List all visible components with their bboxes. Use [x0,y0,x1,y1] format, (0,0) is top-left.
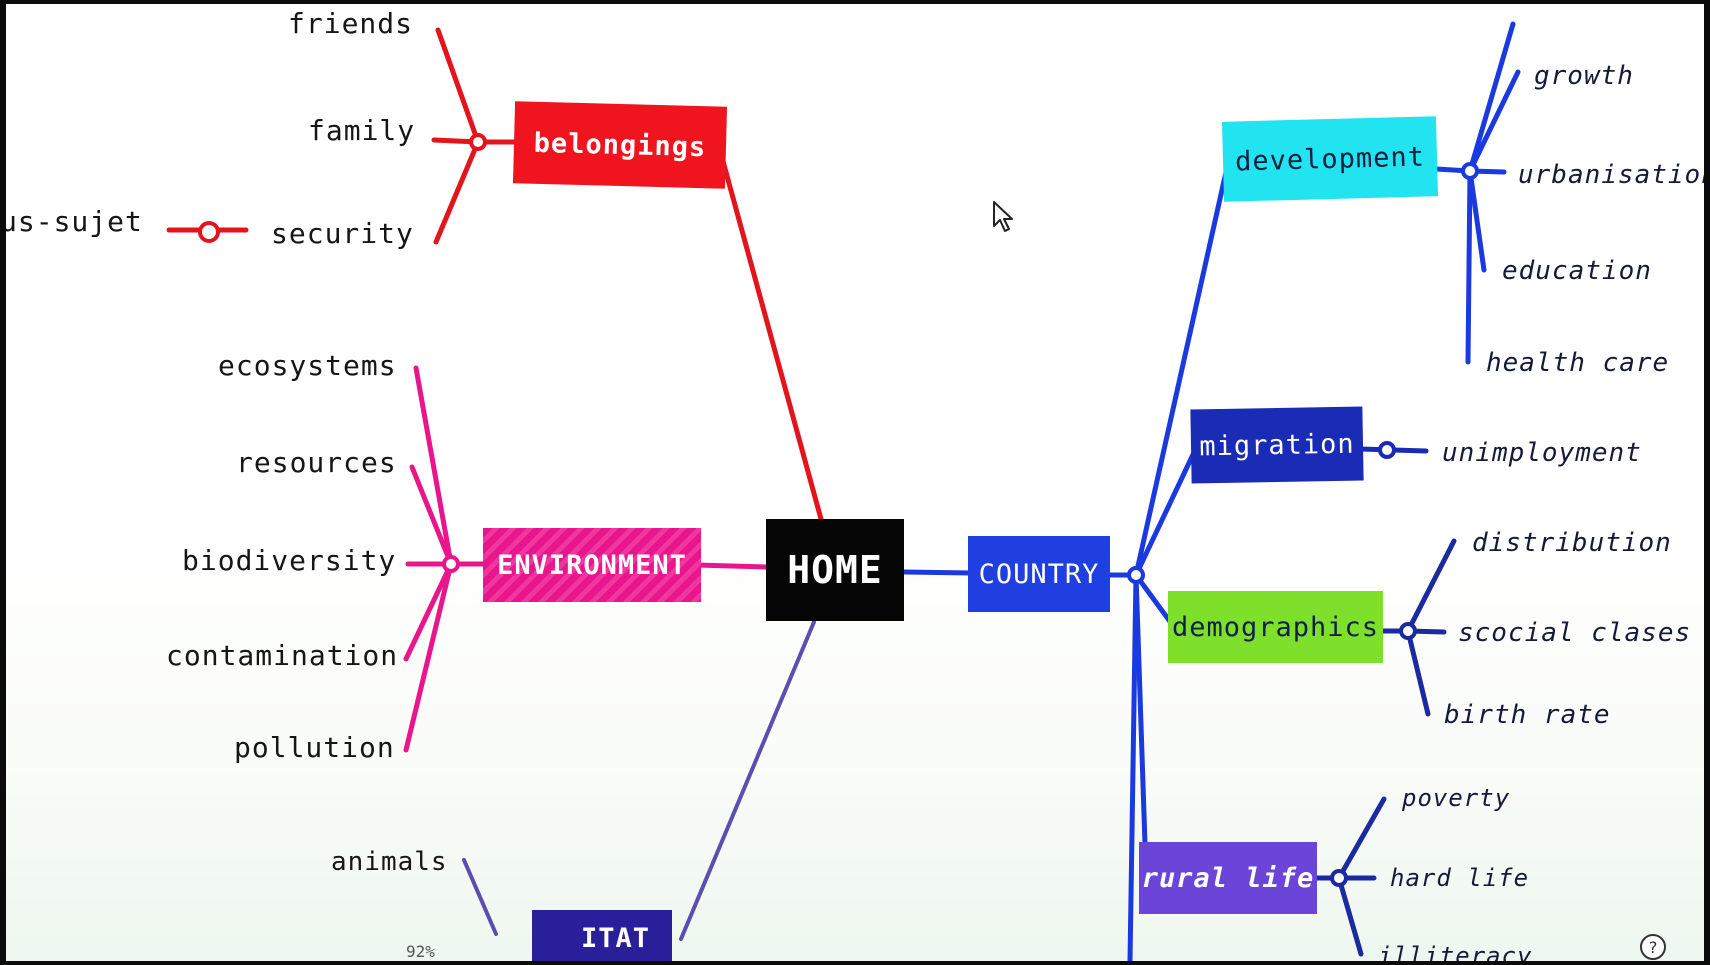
leaf-contamination[interactable]: contamination [166,639,399,672]
leaf-hard-life[interactable]: hard life [1390,864,1530,892]
leaf-urbanisation[interactable]: urbanisation [1518,160,1704,190]
leaf-sous-sujet[interactable]: us-sujet [6,205,143,238]
leaf-growth[interactable]: growth [1534,61,1634,91]
home-node[interactable]: HOME [766,519,904,621]
development-hub[interactable] [1461,162,1479,180]
leaf-ecosystems[interactable]: ecosystems [218,349,397,382]
demographics-hub[interactable] [1399,622,1417,640]
leaf-pollution[interactable]: pollution [234,731,395,764]
mouse-pointer-icon [993,201,1013,232]
belongings-hub[interactable] [469,133,487,151]
leaf-biodiversity[interactable]: biodiversity [182,544,397,577]
migration-hub[interactable] [1378,441,1396,459]
belongings-node[interactable]: belongings [512,101,728,189]
leaf-security[interactable]: security [271,217,414,250]
leaf-unimployment[interactable]: unimployment [1442,438,1642,468]
leaf-birth-rate[interactable]: birth rate [1444,700,1611,730]
country-hub[interactable] [1127,566,1145,584]
connector-lines [166,21,1521,961]
leaf-animals[interactable]: animals [331,847,448,877]
zoom-level[interactable]: 92% [406,942,435,961]
mind-map-canvas[interactable]: HOME belongings friends family security … [6,4,1704,961]
subtopic-hub[interactable] [198,221,220,243]
rural-life-node[interactable]: rural life [1139,842,1317,914]
leaf-education[interactable]: education [1502,256,1652,286]
development-node[interactable]: development [1221,116,1439,202]
leaf-family[interactable]: family [308,114,416,147]
environment-hub[interactable] [442,555,460,573]
leaf-illiteracy[interactable]: illiteracy [1378,942,1533,961]
migration-node[interactable]: migration [1190,406,1364,484]
bottom-toolbar: 92% [6,942,1704,961]
demographics-node[interactable]: demographics [1168,591,1383,663]
leaf-distribution[interactable]: distribution [1472,528,1672,558]
help-icon[interactable]: ? [1640,934,1666,960]
habitat-node[interactable]: ITAT [532,910,672,961]
leaf-health-care[interactable]: health care [1486,348,1670,378]
leaf-resources[interactable]: resources [236,446,397,479]
environment-node[interactable]: ENVIRONMENT [483,528,701,602]
leaf-poverty[interactable]: poverty [1402,784,1511,812]
rural-life-hub[interactable] [1330,869,1348,887]
leaf-scocial-clases[interactable]: scocial clases [1458,618,1692,648]
leaf-friends[interactable]: friends [288,7,414,40]
country-node[interactable]: COUNTRY [968,536,1110,612]
